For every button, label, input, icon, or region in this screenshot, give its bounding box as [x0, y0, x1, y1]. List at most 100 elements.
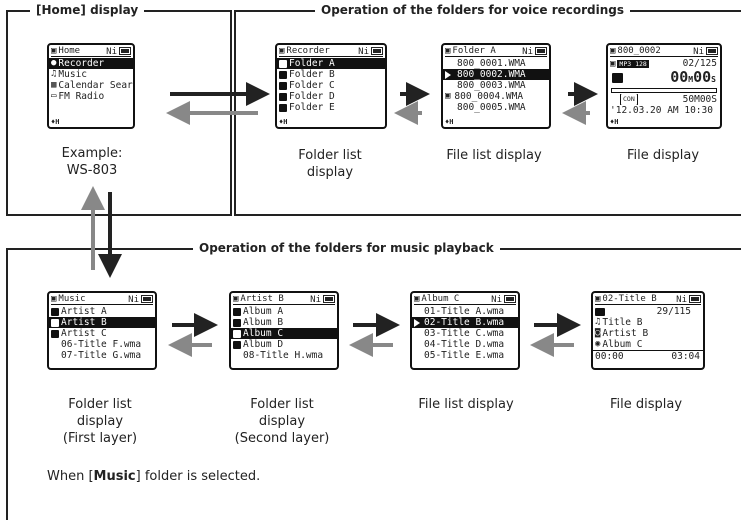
- play-icon: [414, 318, 420, 327]
- format-row: ▣MP3 128 02/125: [610, 58, 717, 69]
- folder-icon: ▣: [610, 46, 616, 56]
- music-file-display-screen: ▣02-Title B Ni 29/115 ♫Title B ◙Artist B…: [591, 291, 705, 370]
- file-item[interactable]: 03-Title C.wma: [424, 328, 505, 339]
- folder-item[interactable]: Artist C: [49, 328, 155, 339]
- home-item-recorder[interactable]: ●Recorder: [49, 58, 133, 69]
- folder-icon: [233, 340, 241, 349]
- music-folder-list-1-screen: ▣Music Ni Artist A Artist B Artist C 06-…: [47, 291, 157, 370]
- artist-row: ◙Artist B: [595, 328, 649, 339]
- file-item[interactable]: 800_0005.WMA: [457, 102, 526, 113]
- folder-icon: ▣: [445, 46, 451, 56]
- folder-item[interactable]: Folder D: [277, 91, 385, 102]
- lock-icon: ▣: [445, 91, 451, 101]
- music-file-list-caption: File list display: [418, 397, 514, 412]
- remaining-row: CON 50M00S: [608, 94, 720, 105]
- music-icon: ▣: [51, 294, 57, 304]
- footnote: When [Music] folder is selected.: [47, 469, 261, 484]
- file-item[interactable]: 04-Title D.wma: [424, 339, 505, 350]
- folder-item[interactable]: Artist B: [49, 317, 155, 328]
- folder-icon: [233, 307, 241, 316]
- file-item[interactable]: 800_0003.WMA: [457, 80, 526, 91]
- folder-item[interactable]: Folder E: [277, 102, 385, 113]
- voice-frame-title: Operation of the folders for voice recor…: [315, 2, 631, 18]
- hold-icon: ♦H: [445, 118, 454, 126]
- home-icon: ▣: [51, 46, 57, 56]
- file-item[interactable]: 06-Title F.wma: [61, 339, 142, 350]
- status-bar: ▣02-Title B Ni: [595, 294, 701, 305]
- status-bar: ▣Music Ni: [51, 294, 153, 305]
- music-file-display-caption: File display: [609, 397, 683, 412]
- file-item[interactable]: 01-Title A.wma: [424, 306, 505, 317]
- folder-icon: [51, 329, 59, 338]
- voice-file-display-screen: ▣800_0002 Ni ▣MP3 128 02/125 00M00S CON …: [606, 43, 722, 129]
- battery-icon: [323, 295, 335, 303]
- arrows-layer: [81, 82, 598, 357]
- folder-item[interactable]: Album B: [231, 317, 337, 328]
- music-note-icon: ♫: [51, 69, 57, 79]
- time-row: 00M00S: [608, 68, 720, 87]
- folder-item[interactable]: Folder A: [277, 58, 385, 69]
- home-screen-status-bar: ▣Home Ni: [51, 46, 131, 57]
- format-badge: MP3 128: [617, 59, 649, 68]
- battery-icon: [504, 295, 516, 303]
- battery-icon: [371, 47, 383, 55]
- calendar-icon: ▦: [51, 80, 57, 90]
- file-item[interactable]: 08-Title H.wma: [243, 350, 324, 361]
- folder-item[interactable]: Album D: [231, 339, 337, 350]
- home-item-fm-radio[interactable]: ▭FM Radio: [51, 91, 105, 102]
- album-row: ◉Album C: [595, 339, 643, 350]
- file-item[interactable]: 07-Title G.wma: [61, 350, 142, 361]
- file-item[interactable]: 02-Title B.wma: [412, 317, 518, 328]
- music-note-icon: ♫: [595, 317, 601, 327]
- file-item[interactable]: 800_0002.WMA: [443, 69, 549, 80]
- folder-icon: ▣: [414, 294, 420, 304]
- music-file-list-screen: ▣Album C Ni 01-Title A.wma 02-Title B.wm…: [410, 291, 520, 370]
- home-caption: Example:WS-803: [61, 146, 123, 178]
- home-item-calendar-search[interactable]: ▦Calendar Search: [51, 80, 133, 91]
- recorder-icon: ▣: [279, 46, 285, 56]
- folder-badge-icon: [279, 92, 287, 101]
- album-icon: ◉: [595, 339, 601, 349]
- hold-icon: ♦H: [610, 118, 619, 126]
- progress-bar: [611, 88, 717, 93]
- folder-icon: [233, 329, 241, 338]
- folder-badge-icon: [279, 103, 287, 112]
- home-frame-title: [Home] display: [30, 2, 145, 18]
- folder-item[interactable]: Album C: [231, 328, 337, 339]
- battery-icon: [535, 47, 547, 55]
- music-frame-title: Operation of the folders for music playb…: [193, 240, 500, 256]
- folder-icon: [51, 307, 59, 316]
- folder-item[interactable]: Folder B: [277, 69, 385, 80]
- battery-icon: [706, 47, 718, 55]
- play-icon: [445, 70, 451, 79]
- stop-icon: [612, 73, 623, 83]
- file-item[interactable]: ▣800_0004.WMA: [445, 91, 524, 102]
- artist-icon: ◙: [595, 328, 601, 338]
- folder-badge-icon: [279, 59, 287, 68]
- battery-icon: [119, 47, 131, 55]
- voice-file-list-caption: File list display: [446, 148, 542, 163]
- title-row: ♫Title B: [595, 317, 643, 328]
- radio-icon: ▭: [51, 91, 57, 101]
- file-item[interactable]: 800_0001.WMA: [457, 58, 526, 69]
- folder-icon: [51, 318, 59, 327]
- folder-badge-icon: [279, 81, 287, 90]
- voice-folder-list-screen: ▣Recorder Ni Folder A Folder B Folder C …: [275, 43, 387, 129]
- status-bar: ▣Folder A Ni: [445, 46, 547, 57]
- microphone-icon: ●: [51, 58, 57, 68]
- folder-item[interactable]: Artist A: [49, 306, 155, 317]
- folder-icon: ▣: [233, 294, 239, 304]
- voice-file-display-caption: File display: [626, 148, 700, 163]
- folder-item[interactable]: Folder C: [277, 80, 385, 91]
- file-item[interactable]: 05-Title E.wma: [424, 350, 505, 361]
- folder-badge-icon: [279, 70, 287, 79]
- folder-icon: [233, 318, 241, 327]
- folder-item[interactable]: Album A: [231, 306, 337, 317]
- voice-file-list-screen: ▣Folder A Ni 800_0001.WMA 800_0002.WMA 8…: [441, 43, 551, 129]
- home-item-music[interactable]: ♫Music: [51, 69, 88, 80]
- music-folder-list-2-screen: ▣Artist B Ni Album A Album B Album C Alb…: [229, 291, 339, 370]
